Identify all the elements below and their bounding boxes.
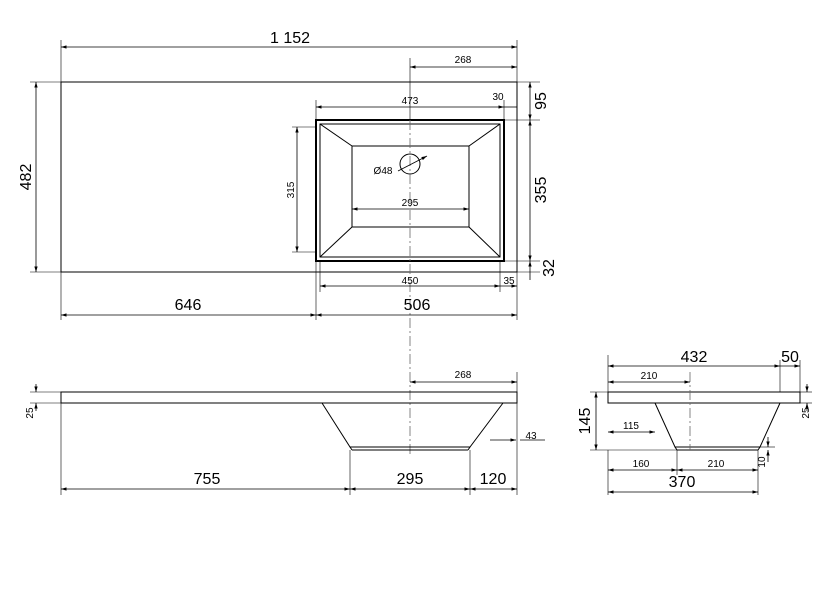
dim-bowl-bottom-margin: 32 <box>541 259 558 277</box>
dim-overall-width: 1 152 <box>270 30 310 47</box>
front-view: 25 268 43 755 295 120 <box>25 370 545 495</box>
dim-rim-top: 30 <box>492 92 504 103</box>
dim-front-bowl-bottom: 295 <box>397 471 424 488</box>
bowl-bottom <box>351 145 470 228</box>
countertop-outline <box>60 81 518 273</box>
dim-front-right: 120 <box>480 471 507 488</box>
dim-side-bottom-width: 210 <box>708 459 725 470</box>
dim-side-bottom-start: 160 <box>633 459 650 470</box>
dim-bowl-inner-height: 315 <box>286 181 297 198</box>
drain-diameter-label: Ø48 <box>374 166 393 177</box>
dim-bowl-inner-width: 450 <box>402 276 419 287</box>
dim-side-height: 145 <box>577 408 594 435</box>
dim-bowl-outer-height: 355 <box>533 177 550 204</box>
dim-drain-offset-right: 268 <box>455 55 472 66</box>
plan-view: 1 152 268 473 30 482 315 95 355 32 <box>18 30 558 455</box>
dim-front-left: 755 <box>194 471 221 488</box>
side-bowl-profile <box>654 402 781 448</box>
dim-side-bowl-width: 370 <box>669 474 696 491</box>
side-view: 432 50 210 145 115 25 160 210 10 <box>577 349 812 495</box>
dim-bowl-outer-width: 473 <box>402 96 419 107</box>
dim-side-total: 432 <box>681 349 708 366</box>
dim-front-step: 43 <box>525 431 537 442</box>
dim-side-bottom-step: 10 <box>757 456 768 468</box>
front-bowl-profile <box>321 402 504 448</box>
dim-left-part: 646 <box>175 297 202 314</box>
dim-side-front-rim: 50 <box>781 349 799 366</box>
dim-bowl-bottom-width: 295 <box>402 198 419 209</box>
dim-front-thickness: 25 <box>25 407 36 419</box>
dim-front-drain-offset: 268 <box>455 370 472 381</box>
dim-right-part: 506 <box>404 297 431 314</box>
dim-side-drain-offset: 210 <box>641 371 658 382</box>
dim-side-thickness: 25 <box>801 407 812 419</box>
front-countertop <box>60 391 518 404</box>
dim-depth: 482 <box>18 164 35 191</box>
side-countertop <box>607 391 801 404</box>
dim-bowl-top-margin: 95 <box>533 92 550 110</box>
dim-side-bottom-offset: 115 <box>623 421 639 432</box>
dim-right-margin: 35 <box>503 276 515 287</box>
